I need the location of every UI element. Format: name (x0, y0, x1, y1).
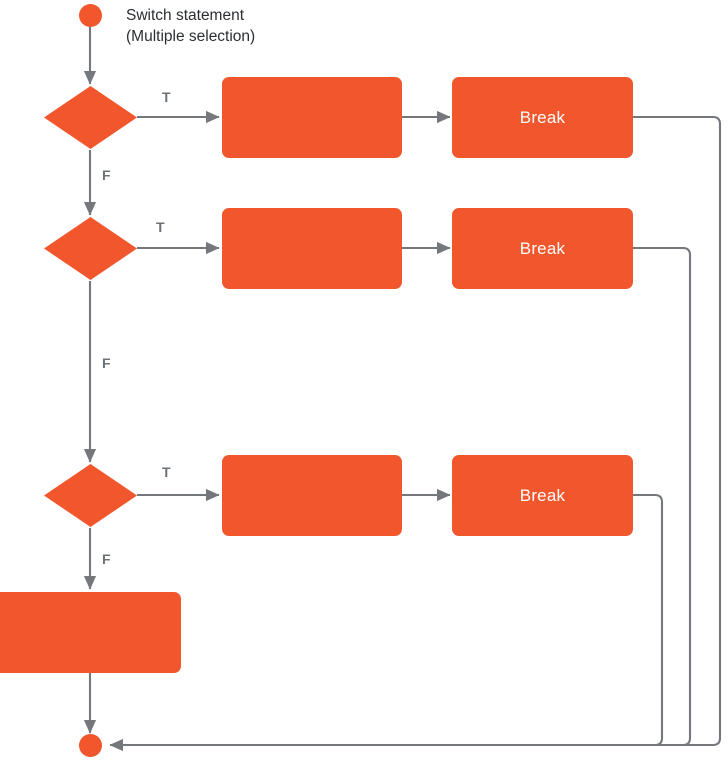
edge-label-true-3: T (162, 464, 171, 480)
diagram-title-line1: Switch statement (126, 7, 245, 24)
case-1-process-box[interactable] (222, 77, 402, 158)
case-3-process-box[interactable] (222, 455, 402, 536)
default-process-box[interactable] (0, 592, 181, 673)
break-3-box[interactable]: Break (452, 455, 633, 536)
diagram-title: Switch statement (Multiple selection) (126, 5, 255, 47)
edge-label-false-1: F (102, 167, 111, 183)
decision-node-1[interactable] (44, 86, 137, 149)
case-2-process-box[interactable] (222, 208, 402, 289)
edge-label-true-2: T (156, 219, 165, 235)
edge-label-false-2: F (102, 355, 111, 371)
end-terminator[interactable] (79, 734, 102, 757)
edge-label-false-3: F (102, 551, 111, 567)
diagram-title-line2: (Multiple selection) (126, 28, 256, 45)
diamond-shape-icon (44, 86, 137, 149)
start-terminator[interactable] (79, 4, 102, 27)
decision-node-3[interactable] (44, 464, 137, 527)
diamond-shape-icon (44, 464, 137, 527)
break-2-box[interactable]: Break (452, 208, 633, 289)
decision-node-2[interactable] (44, 217, 137, 280)
diamond-shape-icon (44, 217, 137, 280)
break-1-box[interactable]: Break (452, 77, 633, 158)
edge-label-true-1: T (162, 89, 171, 105)
